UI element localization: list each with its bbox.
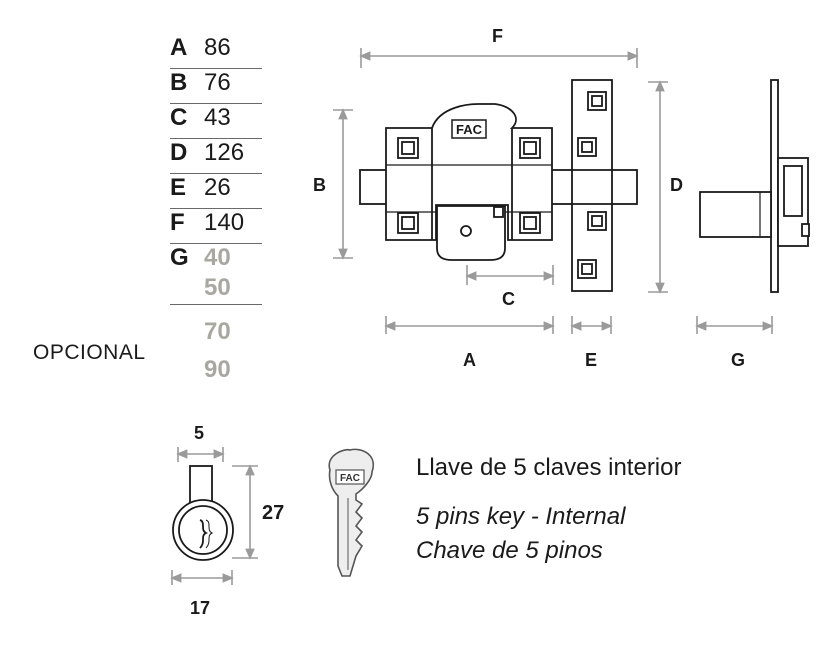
dim-label-c: C (502, 289, 515, 309)
dimension-lines (170, 48, 774, 585)
key-fac-logo: FAC (335, 469, 365, 485)
dim-letter: G (170, 244, 189, 271)
dim-letter: D (170, 139, 188, 166)
dim-value: 43 (204, 104, 231, 131)
dim-value: 76 (204, 69, 231, 96)
lock-side-view (699, 79, 810, 293)
svg-text:FAC: FAC (340, 473, 360, 484)
dim-value: 50 (204, 274, 231, 301)
lock-front-view (359, 79, 638, 292)
dim-value: 40 (204, 244, 231, 271)
optional-value: 90 (204, 356, 231, 383)
dim-row-g: G 40 50 (170, 243, 262, 305)
dim-letter: E (170, 174, 187, 201)
cylinder-top-dim: 5 (194, 423, 205, 443)
dim-row-e: E 26 (170, 173, 262, 209)
cylinder-bottom-dim: 17 (190, 598, 211, 618)
dim-row-d: D 126 (170, 138, 262, 174)
dim-label-a: A (463, 350, 476, 370)
dim-letter: A (170, 34, 188, 61)
key-description-pt: Chave de 5 pinos (416, 537, 603, 564)
key-drawing (328, 448, 375, 577)
key-description-en: 5 pins key - Internal (416, 503, 626, 530)
svg-text:FAC: FAC (456, 122, 483, 137)
dim-row-c: C 43 (170, 103, 262, 139)
dim-label-d: D (670, 175, 683, 195)
fac-logo: FAC (451, 119, 487, 139)
dim-label-b: B (313, 175, 326, 195)
dim-letter: F (170, 209, 185, 236)
cylinder-height-dim: 27 (262, 502, 285, 524)
dim-label-g: G (731, 350, 746, 370)
optional-label: OPCIONAL (33, 341, 146, 364)
dim-value: 26 (204, 174, 231, 201)
dim-label-e: E (585, 350, 598, 370)
dim-row-a: A 86 (170, 33, 262, 69)
dim-row-f: F 140 (170, 208, 262, 244)
dim-value: 86 (204, 34, 231, 61)
cylinder-drawing (172, 465, 234, 561)
dim-value: 126 (204, 139, 245, 166)
dim-letter: C (170, 104, 188, 131)
key-description-es: Llave de 5 claves interior (416, 454, 682, 481)
dim-label-f: F (492, 26, 503, 46)
dim-letter: B (170, 69, 188, 96)
optional-value: 70 (204, 318, 231, 345)
dim-value: 140 (204, 209, 245, 236)
dim-row-b: B 76 (170, 68, 262, 104)
